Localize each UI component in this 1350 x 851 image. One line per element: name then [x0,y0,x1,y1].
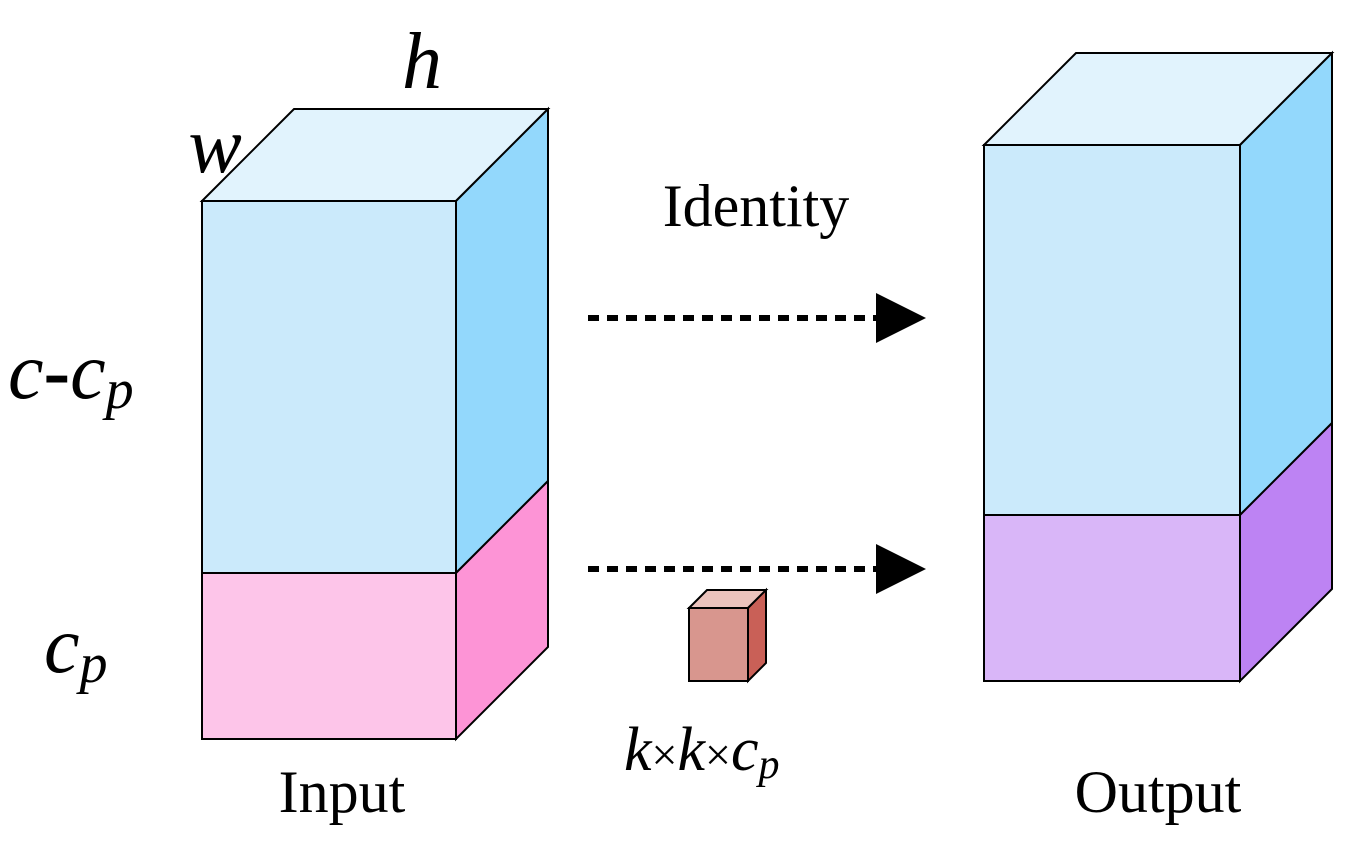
label-w: w [188,102,241,190]
output-tensor [981,50,1335,684]
input-tensor [199,106,551,742]
output-front-lower [983,514,1241,682]
input-front-lower [201,572,457,740]
label-c-minus-cp: c-cp [8,328,134,421]
label-cp: cp [44,602,108,695]
kernel-front-face [688,607,749,682]
identity-arrow-icon [588,293,926,343]
input-front-upper [201,200,457,574]
label-output: Output [1075,759,1242,825]
kernel-cube [686,587,769,684]
label-identity: Identity [663,173,850,239]
output-front-upper [983,144,1241,516]
label-kernel-size: k×k×cp [624,716,780,788]
label-h: h [402,18,442,106]
conv-arrow-icon [588,544,926,594]
label-input: Input [279,759,406,825]
